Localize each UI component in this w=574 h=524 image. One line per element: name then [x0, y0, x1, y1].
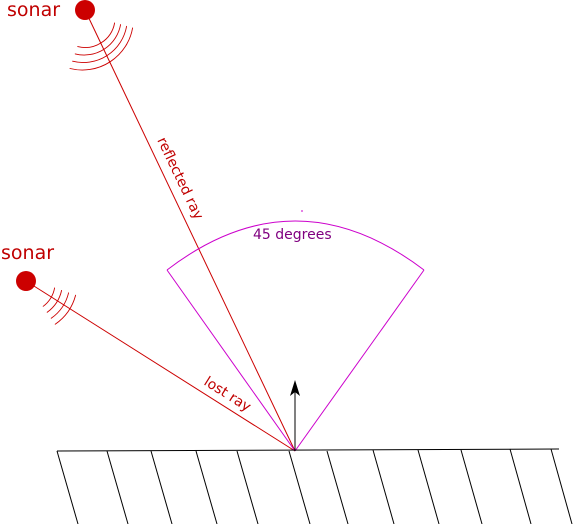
angle-cone-right-edge	[294, 269, 425, 452]
reflected-ray-line	[84, 9, 296, 452]
lost-ray-line	[25, 280, 296, 452]
angle-cone-arc	[166, 220, 425, 271]
normal-arrow-head	[290, 380, 300, 396]
normal-arrow	[290, 380, 300, 451]
angle-label: 45 degrees	[253, 227, 332, 243]
sonar-top: sonar	[7, 0, 134, 71]
sonar-top-waves	[69, 22, 134, 71]
surface-line	[56, 448, 560, 452]
sonar-left-label: sonar	[1, 242, 54, 264]
sonar-left: sonar	[1, 242, 77, 325]
sonar-left-waves	[42, 287, 77, 325]
angle-cone-left-edge	[166, 269, 296, 452]
surface	[56, 448, 573, 524]
surface-hatching	[56, 448, 573, 524]
lost-ray-label: lost ray	[201, 374, 254, 415]
angle-cone	[166, 210, 425, 452]
sonar-top-label: sonar	[7, 0, 60, 21]
